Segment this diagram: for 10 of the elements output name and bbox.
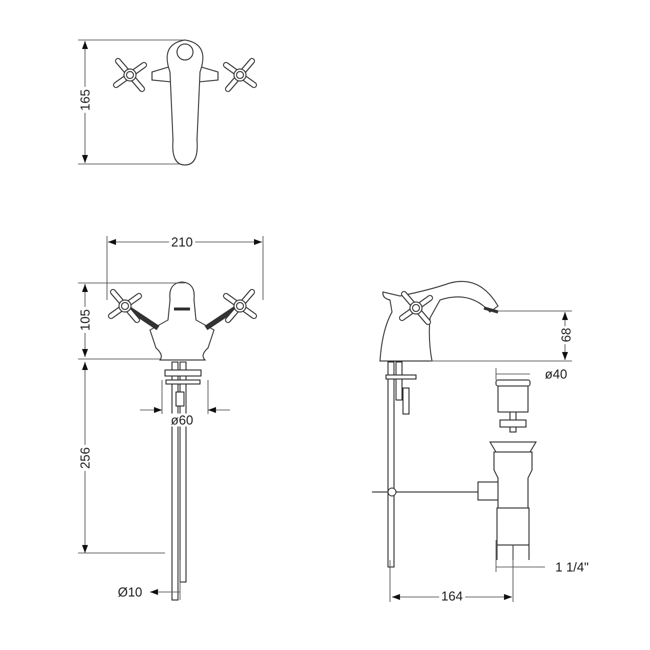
dimension-label: ø40 bbox=[542, 368, 570, 380]
dimension-label: Ø10 bbox=[116, 586, 144, 598]
dimension-label: 105 bbox=[78, 307, 92, 333]
dimension-label: 165 bbox=[78, 87, 92, 113]
dimension-label: 68 bbox=[560, 326, 572, 344]
dimension-label: 164 bbox=[439, 590, 465, 602]
dimension-label: ø60 bbox=[168, 414, 196, 426]
dimension-label: 210 bbox=[169, 236, 195, 248]
dimension-label: 256 bbox=[78, 445, 92, 471]
dimension-label: 1 1/4" bbox=[553, 560, 591, 574]
